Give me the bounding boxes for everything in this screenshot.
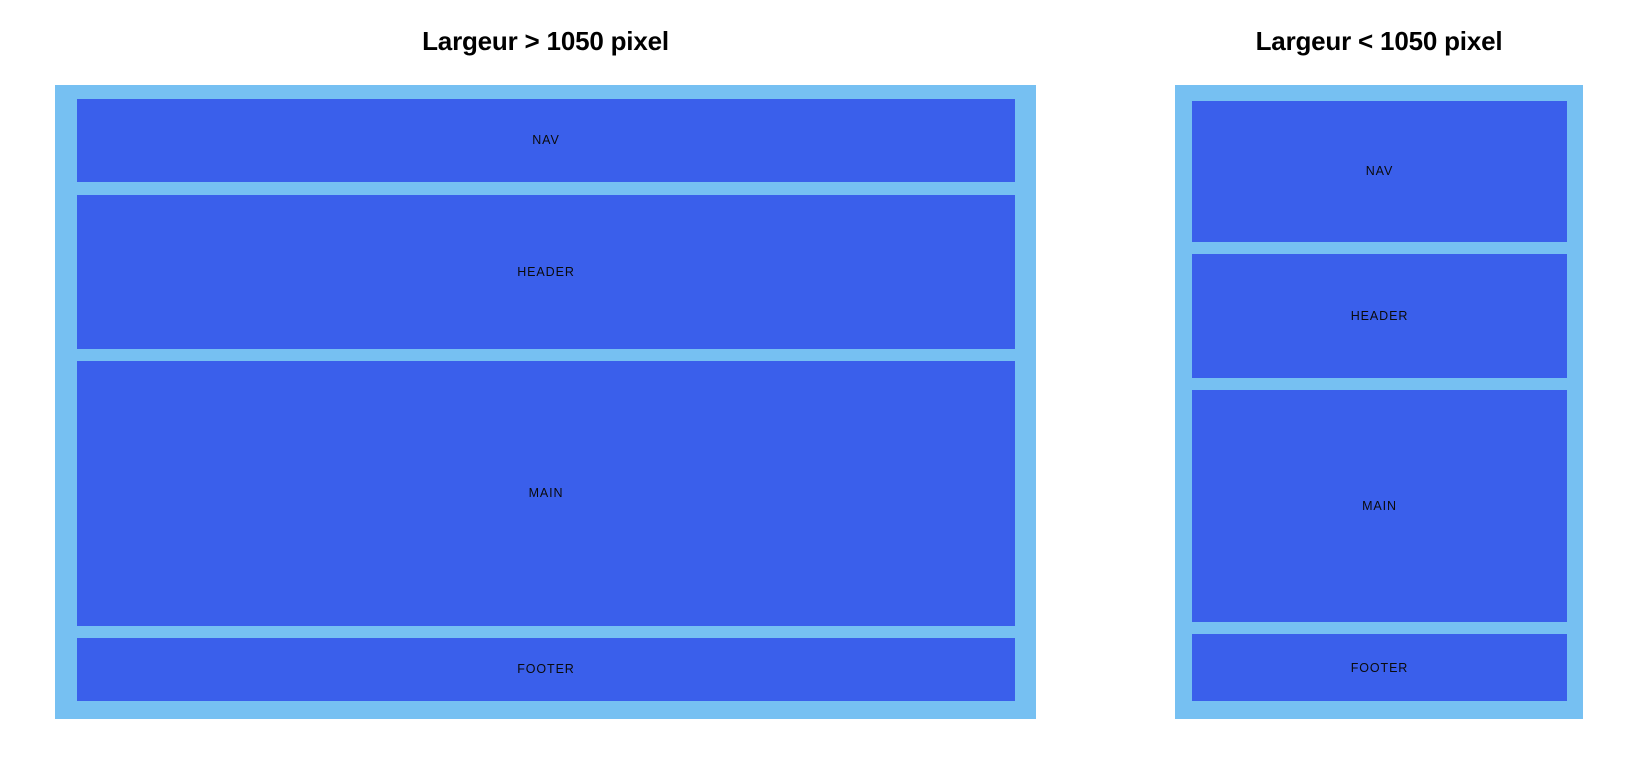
region-main-label: MAIN: [1362, 499, 1397, 514]
panel-wide-layout: Largeur > 1050 pixel NAV HEADER MAIN FOO…: [55, 0, 1036, 719]
region-nav-label: NAV: [1365, 164, 1394, 179]
region-header-label: HEADER: [517, 264, 575, 279]
panel-narrow-layout: Largeur < 1050 pixel NAV HEADER MAIN FOO…: [1175, 0, 1583, 719]
panel-narrow-title: Largeur < 1050 pixel: [1255, 26, 1503, 56]
region-footer: FOOTER: [1192, 634, 1567, 702]
region-nav: NAV: [77, 99, 1015, 182]
region-nav-label: NAV: [532, 133, 560, 148]
region-header: HEADER: [1192, 254, 1567, 379]
panel-wide-title: Largeur > 1050 pixel: [422, 26, 669, 56]
region-header: HEADER: [77, 194, 1015, 350]
region-main: MAIN: [1192, 390, 1567, 623]
region-footer-label: FOOTER: [1350, 660, 1409, 675]
region-header-label: HEADER: [1350, 308, 1409, 323]
region-footer: FOOTER: [77, 637, 1015, 701]
region-main-label: MAIN: [528, 486, 564, 501]
region-nav: NAV: [1192, 101, 1567, 242]
panel-wide-container: NAV HEADER MAIN FOOTER: [55, 85, 1036, 719]
region-main: MAIN: [77, 361, 1015, 626]
panel-narrow-container: NAV HEADER MAIN FOOTER: [1175, 85, 1583, 719]
region-footer-label: FOOTER: [517, 662, 575, 677]
